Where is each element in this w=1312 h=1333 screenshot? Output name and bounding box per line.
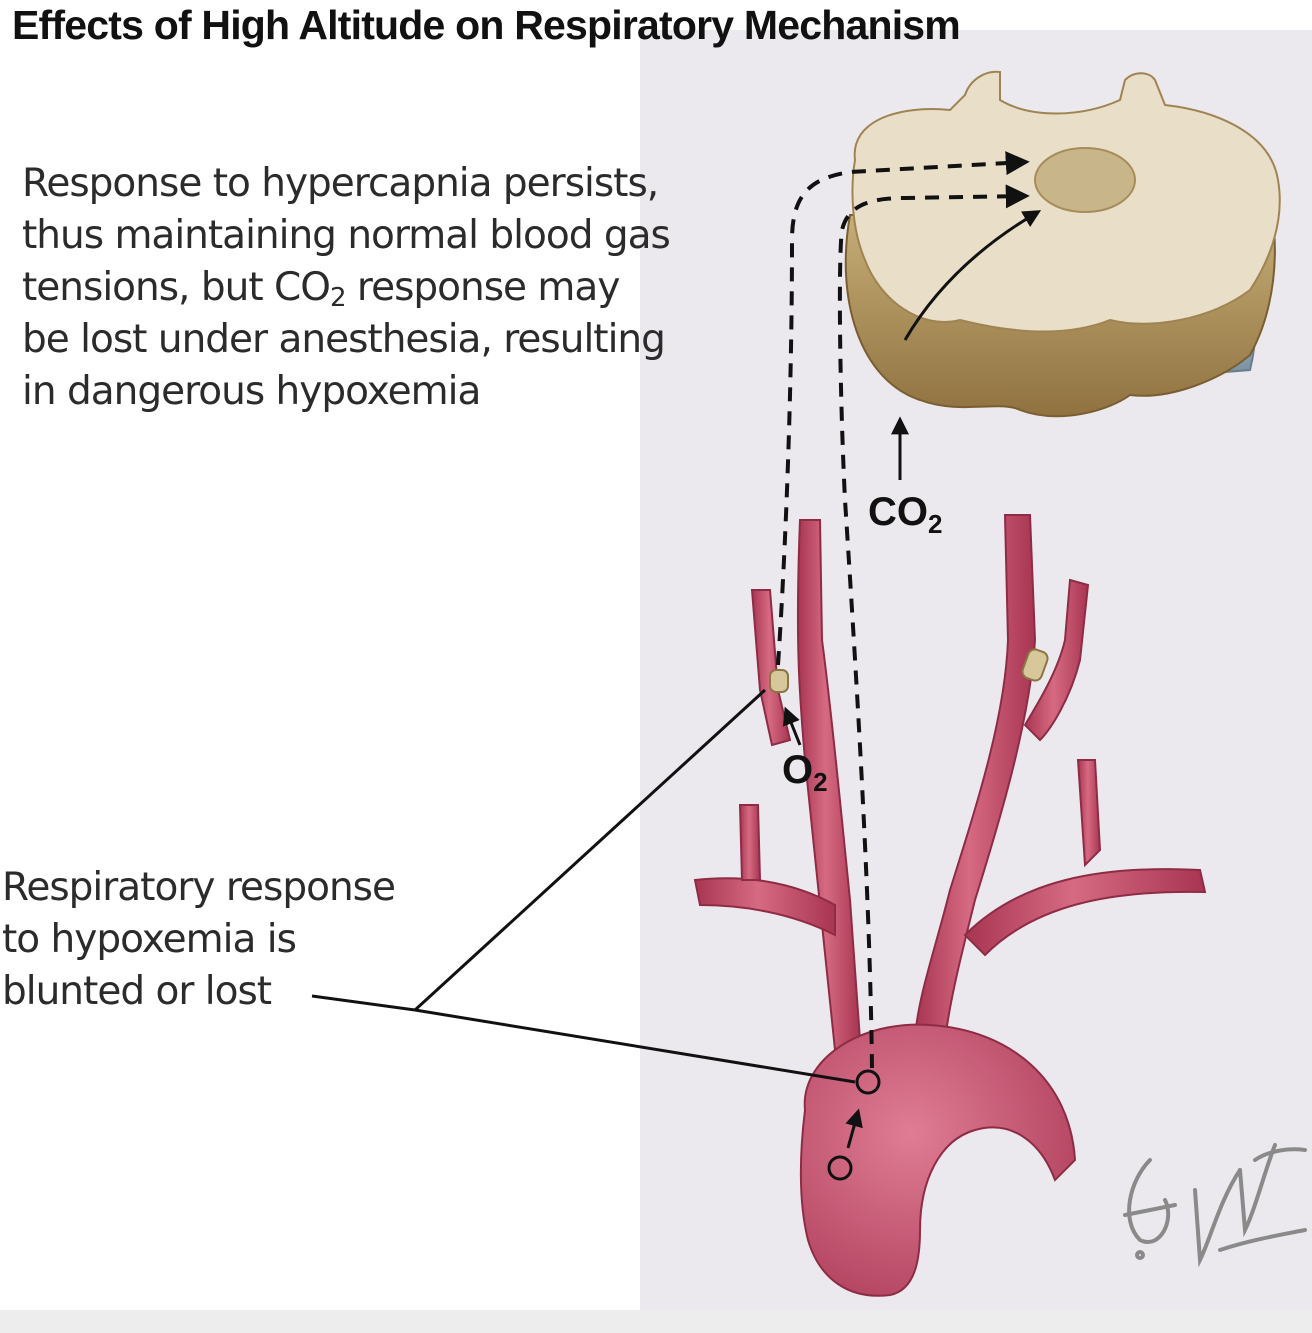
left-carotid-branch	[750, 589, 792, 747]
o2-label-main: O	[782, 748, 814, 792]
aortic-arrow	[845, 1108, 863, 1149]
co2-label: CO2	[868, 490, 942, 537]
aortic-chemoreceptor-lower	[827, 1155, 853, 1181]
o2-arrow	[782, 706, 802, 746]
leader-line-aortic	[414, 1008, 856, 1084]
left-carotid-trunk	[796, 519, 862, 1052]
co2-label-main: CO	[868, 490, 928, 534]
respiratory-center-nucleus	[1034, 147, 1136, 213]
leader-line-carotid	[413, 688, 767, 1012]
o2-label: O2	[782, 748, 828, 795]
left-carotid-body	[769, 669, 789, 693]
bottom-strip	[0, 1310, 1312, 1333]
hypercapnia-line-3b: response may	[345, 265, 621, 310]
central-chemoreceptor-arrow	[903, 210, 1042, 341]
o2-label-subscript: 2	[813, 767, 828, 797]
hypoxemia-line-1: Respiratory response	[2, 865, 396, 910]
hypercapnia-line-5: in dangerous hypoxemia	[22, 369, 481, 414]
left-vertebral-branch	[738, 804, 762, 881]
hypercapnia-line-3-subscript: 2	[329, 283, 347, 313]
hypercapnia-line-2: thus maintaining normal blood gas	[22, 213, 671, 258]
hypercapnia-line-1: Response to hypercapnia persists,	[22, 161, 659, 206]
right-subclavian	[963, 868, 1207, 957]
carotid-afferent-pathway	[776, 151, 1030, 666]
aortic-chemoreceptor-upper	[855, 1069, 881, 1095]
right-carotid-branch	[1023, 578, 1090, 742]
hypoxemia-line-2: to hypoxemia is	[2, 917, 297, 962]
aortic-afferent-pathway	[837, 184, 1030, 1069]
left-subclavian	[693, 877, 836, 937]
artist-signature	[1123, 1143, 1307, 1268]
medulla-cross-section	[844, 70, 1281, 418]
hypoxemia-line-3: blunted or lost	[2, 969, 272, 1014]
hypoxemia-caption: Respiratory response to hypoxemia is blu…	[2, 862, 462, 1018]
co2-label-subscript: 2	[928, 509, 943, 539]
hypercapnia-caption: Response to hypercapnia persists, thus m…	[22, 158, 742, 418]
aortic-arch	[799, 1023, 1077, 1297]
right-vertebral-branch	[1076, 759, 1102, 868]
right-carotid-body	[1021, 648, 1049, 682]
right-carotid-trunk	[913, 514, 1037, 1042]
hypercapnia-line-3a: tensions, but CO	[22, 265, 331, 310]
carotid-arteries	[693, 514, 1207, 1297]
leader-line-base	[311, 994, 416, 1012]
hypercapnia-line-4: be lost under anesthesia, resulting	[22, 317, 666, 362]
page-title: Effects of High Altitude on Respiratory …	[12, 2, 961, 48]
